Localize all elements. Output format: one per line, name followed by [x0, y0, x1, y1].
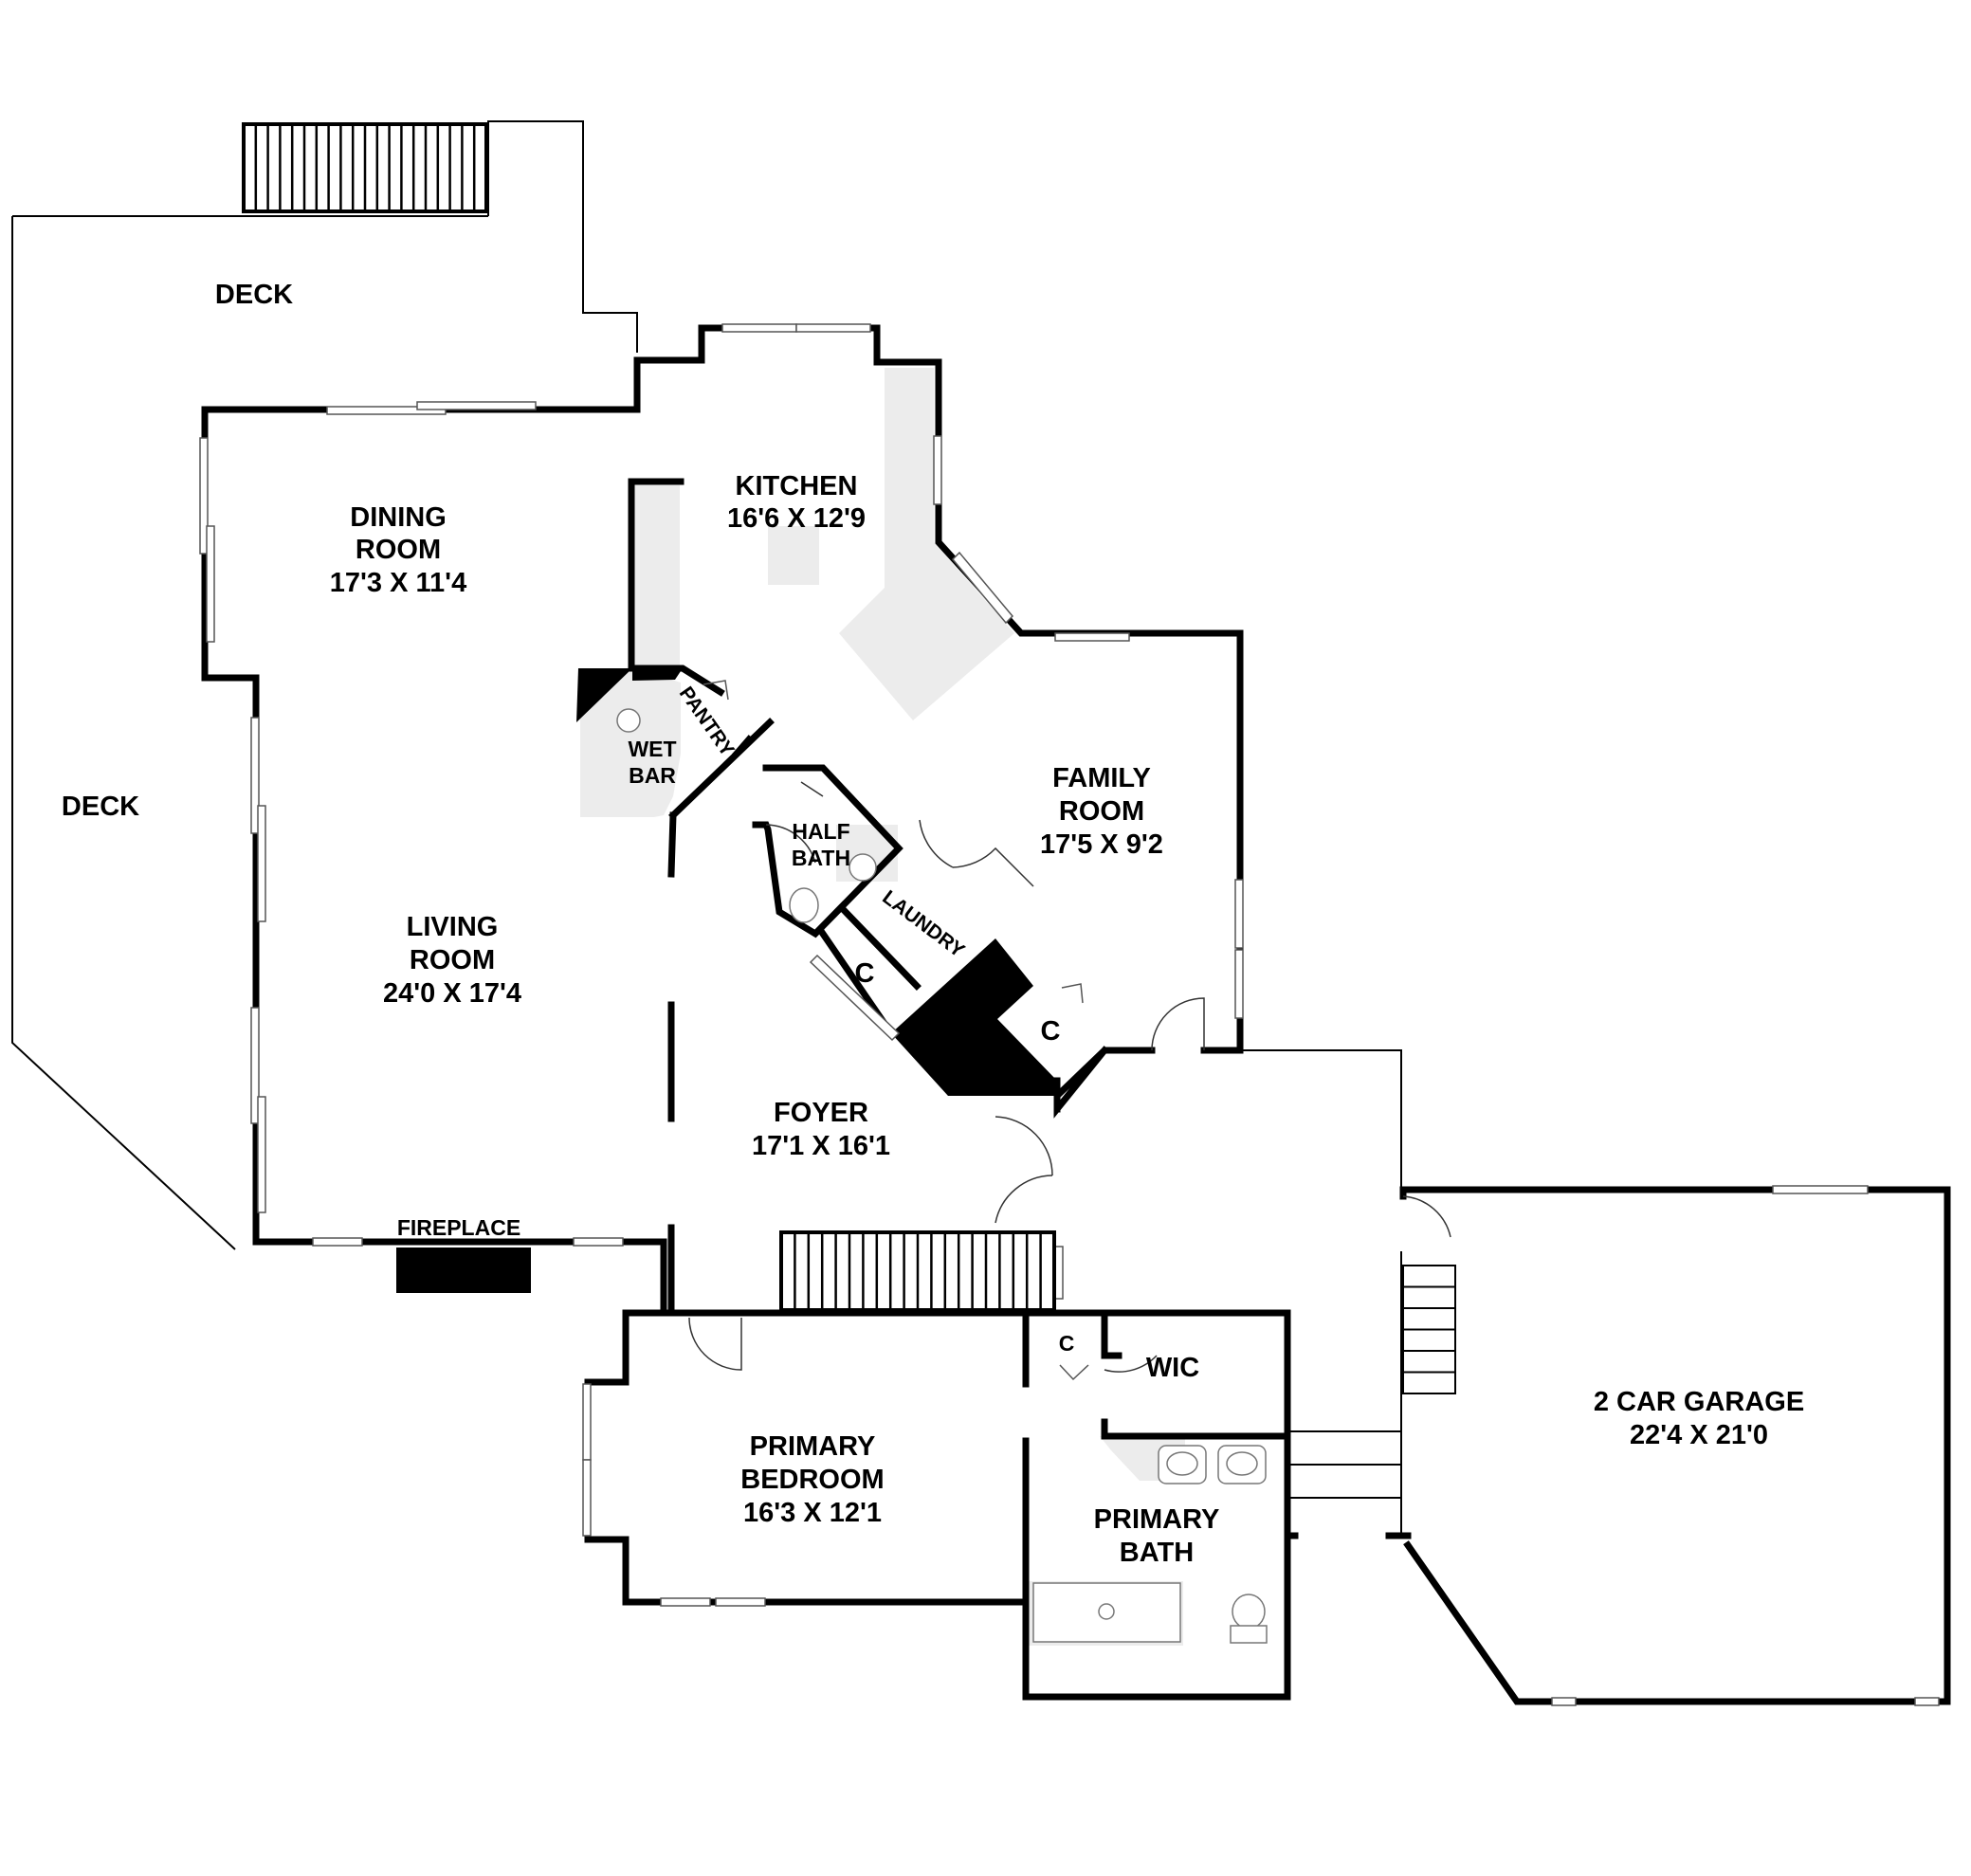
closet-hanger-icon: [1061, 983, 1084, 1004]
garage-size: 22'4 X 21'0: [1630, 1420, 1768, 1450]
family-name-1: FAMILY: [1052, 763, 1151, 793]
fixtures: [616, 680, 1268, 1644]
pantry-label: PANTRY: [675, 683, 739, 760]
family-name-2: ROOM: [1059, 796, 1144, 827]
living-size: 24'0 X 17'4: [383, 978, 521, 1009]
foyer-name: FOYER: [774, 1098, 868, 1128]
fireplace-hearth: [396, 1248, 531, 1293]
closet-a-label: C: [855, 958, 875, 989]
deck-outline: [11, 120, 638, 1250]
pantry-hanger-icon: [703, 680, 729, 701]
main-stairs: [779, 1230, 1056, 1312]
primary-bedroom-name-1: PRIMARY: [750, 1431, 876, 1462]
windows: [199, 323, 1940, 1706]
dining-size: 17'3 X 11'4: [330, 568, 466, 598]
kitchen-size: 16'6 X 12'9: [727, 503, 866, 534]
primary-bedroom-name-2: BEDROOM: [740, 1465, 884, 1495]
kitchen-name: KITCHEN: [736, 471, 858, 501]
bath-toilet-icon: [1232, 1594, 1266, 1630]
deck-left-label: DECK: [62, 792, 139, 822]
deck-stairs: [242, 122, 488, 213]
closet-b-label: C: [1041, 1016, 1061, 1047]
primary-bath-name-1: PRIMARY: [1094, 1504, 1220, 1535]
laundry-label: LAUNDRY: [878, 886, 968, 962]
half-bath-name-1: HALF: [792, 819, 849, 844]
half-bath-name-2: BATH: [792, 846, 850, 870]
fireplace-label: FIREPLACE: [397, 1215, 520, 1240]
wic-label: WIC: [1146, 1353, 1199, 1383]
walls: [201, 324, 1951, 1705]
garage-name: 2 CAR GARAGE: [1594, 1387, 1804, 1417]
thin-walls: [1240, 1049, 1402, 1536]
half-bath-sink-icon: [849, 853, 877, 882]
wet-bar-name-1: WET: [628, 737, 676, 761]
doors: [688, 781, 1451, 1373]
solid-structures: [396, 668, 1057, 1293]
primary-bedroom-size: 16'3 X 12'1: [743, 1498, 882, 1528]
closet-c-label: C: [1059, 1331, 1075, 1356]
garage-steps: [1402, 1265, 1456, 1394]
dining-name-2: ROOM: [356, 535, 441, 565]
closet-c-hanger-icon: [1059, 1364, 1089, 1381]
wet-bar-sink-icon: [616, 708, 641, 733]
half-bath-toilet-icon: [789, 887, 819, 923]
foyer-size: 17'1 X 16'1: [752, 1131, 890, 1161]
living-name-2: ROOM: [410, 945, 495, 975]
living-name-1: LIVING: [407, 912, 499, 942]
deck-top-label: DECK: [215, 280, 293, 310]
primary-bath-name-2: BATH: [1120, 1538, 1194, 1568]
wet-bar-name-2: BAR: [629, 763, 676, 788]
family-size: 17'5 X 9'2: [1040, 829, 1163, 860]
dining-name-1: DINING: [350, 502, 447, 533]
